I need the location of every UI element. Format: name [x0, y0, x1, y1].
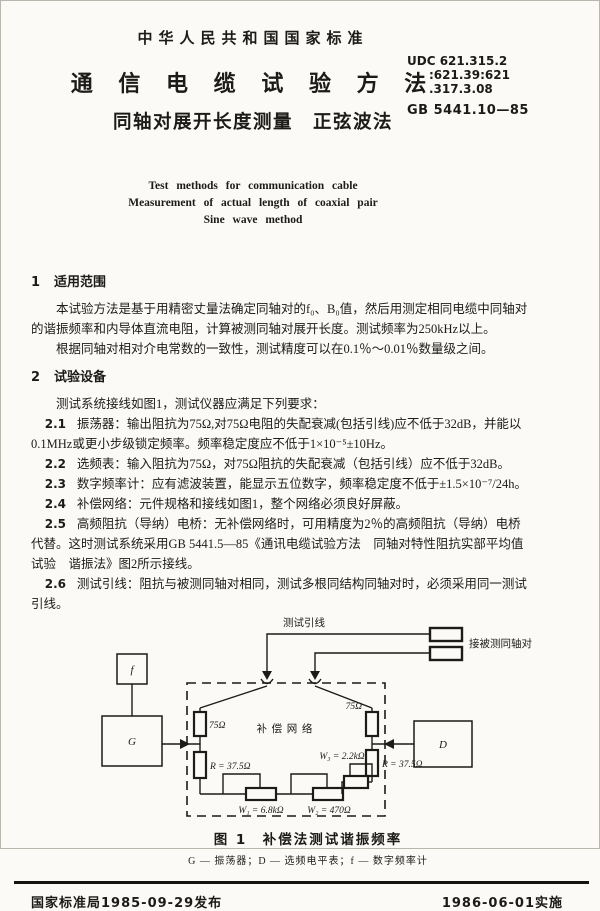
clause-2-1-text: 振荡器：输出阻抗为75Ω,对75Ω电阻的失配衰减(包括引线)应不低于32dB，并… — [31, 417, 522, 451]
udc-code-line1: UDC 621.315.2 — [407, 54, 508, 68]
arrow-into-network-right — [384, 739, 394, 749]
resistor-75ohm-right — [364, 710, 380, 738]
w1-wiper-loop — [222, 773, 261, 794]
test-lead-label: 测试引线 — [283, 616, 325, 629]
clause-2-6-text: 测试引线：阻抗与被测同轴对相同，测试多根同结构同轴对时，必须采用同一测试引线。 — [31, 577, 527, 611]
wire-left-diagonal — [199, 685, 268, 709]
clause-2-3-number: 2.3 — [44, 477, 67, 491]
clause-2-2-number: 2.2 — [44, 457, 67, 471]
resistor-37-5ohm-left-label: R = 37.5Ω — [209, 762, 251, 772]
network-label: 补 偿 网 络 — [257, 722, 314, 735]
standard-number: GB 5441.10—85 — [407, 103, 529, 118]
w1-label: W₁ = 6.8kΩ — [238, 806, 283, 816]
document-body: 中华人民共和国国家标准 通 信 电 缆 试 验 方 法 同轴对展开长度测量 正弦… — [1, 1, 599, 867]
resistor-75ohm-right-label: 75Ω — [346, 702, 363, 712]
down-arrow-left — [262, 671, 272, 680]
clause-2-4-number: 2.4 — [44, 497, 67, 511]
title-area: 通 信 电 缆 试 验 方 法 同轴对展开长度测量 正弦波法 UDC 621.3… — [28, 54, 575, 158]
clause-2-2-text: 选频表：输入阻抗为75Ω，对75Ω阻抗的失配衰减（包括引线）应不低于32dB。 — [76, 457, 510, 471]
clause-2-1-number: 2.1 — [44, 417, 67, 431]
udc-code-line2: :621.39:621 — [429, 68, 510, 82]
oscillator-label: G — [128, 736, 136, 748]
classification-codes: UDC 621.315.2 :621.39:621 .317.3.08 GB 5… — [407, 54, 567, 118]
w3-label: W₃ = 2.2kΩ — [319, 752, 364, 762]
section-2-title: 试验设备 — [54, 370, 107, 385]
clause-2-4-text: 补偿网络：元件规格和接线如图1，整个网络必须良好屏蔽。 — [76, 497, 409, 511]
section-2-heading: 2 试验设备 — [31, 368, 529, 388]
section-1-paragraph-1: 本试验方法是基于用精密丈量法确定同轴对的f₀、B₀值，然后用测定相同电缆中同轴对… — [31, 302, 528, 336]
title-en-line2: Measurement of actual length of coaxial … — [128, 197, 378, 209]
down-arrow-right — [310, 671, 320, 680]
potentiometer-w1 — [244, 786, 278, 802]
document-content: 1 适用范围 本试验方法是基于用精密丈量法确定同轴对的f₀、B₀值，然后用测定相同… — [31, 273, 529, 614]
resistor-37-5ohm-left — [192, 750, 208, 780]
figure-caption: 图 1 补偿法测试谐振频率 — [213, 832, 403, 848]
footer: 国家标准局1985-09-29发布 1986-06-01实施 — [1, 884, 599, 911]
w2-wiper-loop — [290, 773, 328, 794]
figure-legend: G — 振荡器；D — 选频电平表；f — 数字频率计 — [188, 856, 428, 867]
figure-1: 测试引线 接被测同轴对 补 偿 网 络 75Ω R = 37.5Ω — [28, 616, 575, 867]
arrow-into-network-left — [180, 739, 190, 749]
coax-connector-2 — [428, 645, 464, 662]
test-lead-wire-2 — [314, 652, 430, 672]
wire-right-diagonal — [314, 685, 373, 709]
resistor-75ohm-left — [192, 710, 208, 738]
frequency-counter-label: f — [130, 664, 135, 676]
w2-label: W₂ = 470Ω — [307, 806, 351, 816]
test-lead-wire-1 — [266, 633, 430, 672]
coax-connector-1 — [428, 626, 464, 643]
w3-wiper-loop — [349, 763, 373, 776]
compensation-network-diagram: 测试引线 接被测同轴对 补 偿 网 络 75Ω R = 37.5Ω — [101, 616, 532, 817]
potentiometer-w3 — [342, 774, 370, 790]
title-line-2: 同轴对展开长度测量 正弦波法 — [112, 112, 393, 133]
document-title-cn: 通 信 电 缆 试 验 方 法 同轴对展开长度测量 正弦波法 — [28, 66, 478, 134]
coax-pair-label: 接被测同轴对 — [469, 637, 532, 650]
clause-2-2: 2.2 选频表：输入阻抗为75Ω，对75Ω阻抗的失配衰减（包括引线）应不低于32d… — [31, 454, 529, 474]
clause-2-6-number: 2.6 — [44, 577, 67, 591]
clause-2-3: 2.3 数字频率计：应有滤波装置，能显示五位数字，频率稳定度不低于±1.5×10⁻… — [31, 474, 529, 494]
section-2-intro: 测试系统接线如图1，测试仪器应满足下列要求： — [56, 397, 325, 411]
implemented-date: 1986-06-01实施 — [441, 896, 563, 911]
issued-date: 国家标准局1985-09-29发布 — [31, 896, 223, 911]
section-1-heading: 1 适用范围 — [31, 273, 529, 293]
clause-2-5-number: 2.5 — [44, 517, 67, 531]
title-en-line1: Test methods for communication cable — [148, 180, 358, 192]
title-line-1: 通 信 电 缆 试 验 方 法 — [70, 72, 436, 97]
potentiometer-w2 — [311, 786, 345, 802]
resistor-75ohm-left-label: 75Ω — [209, 721, 226, 731]
clause-2-3-text: 数字频率计：应有滤波装置，能显示五位数字，频率稳定度不低于±1.5×10⁻⁷/2… — [76, 477, 528, 491]
oscillator-box — [101, 715, 163, 767]
section-2-number: 2 — [31, 370, 41, 385]
level-meter-label: D — [438, 739, 447, 751]
title-en-line3: Sine wave method — [203, 214, 303, 226]
resistor-37-5ohm-right-label: R = 37.5Ω — [381, 760, 423, 770]
udc-code-line3: .317.3.08 — [429, 82, 493, 96]
section-1-title: 适用范围 — [54, 275, 107, 290]
document-title-en: Test methods for communication cable Mea… — [28, 178, 478, 229]
national-standard-header: 中华人民共和国国家标准 — [137, 29, 369, 47]
clause-2-5-text: 高频阻抗（导纳）电桥：无补偿网络时，可用精度为2％的高频阻抗（导纳）电桥代替。这… — [31, 517, 524, 571]
clause-2-4: 2.4 补偿网络：元件规格和接线如图1，整个网络必须良好屏蔽。 — [31, 494, 529, 514]
section-1-number: 1 — [31, 275, 41, 290]
compensation-network-box — [186, 682, 386, 817]
section-1-paragraph-2: 根据同轴对相对介电常数的一致性，测试精度可以在0.1％～0.01％数量级之间。 — [56, 342, 494, 356]
